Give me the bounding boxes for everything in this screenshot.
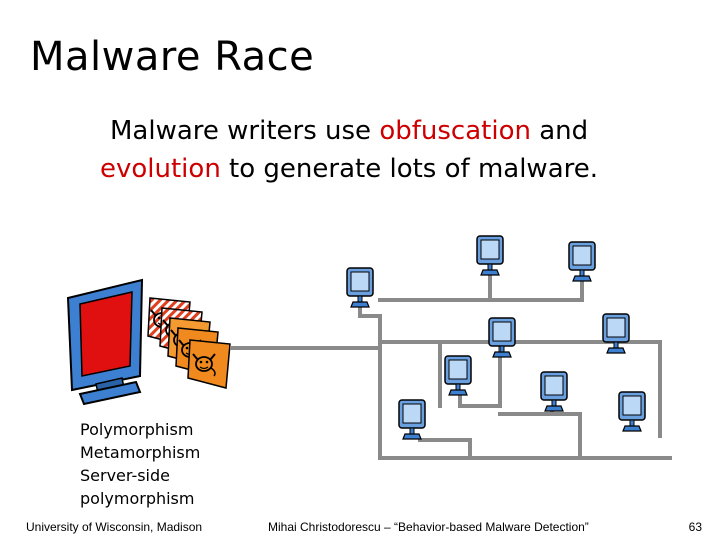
slide-subtitle: Malware writers use obfuscation and evol…	[100, 112, 700, 188]
malware-card-5	[187, 339, 231, 389]
computer-icon	[346, 267, 374, 308]
footer-institution: University of Wisconsin, Madison	[26, 520, 203, 534]
attacker-monitor-icon	[66, 278, 144, 406]
computer-icon	[540, 371, 568, 412]
host-computers	[346, 235, 646, 440]
subtitle-line-2: evolution to generate lots of malware.	[100, 154, 598, 184]
keyword-evolution: evolution	[100, 154, 221, 184]
computer-icon	[476, 235, 504, 276]
techniques-list: Polymorphism Metamorphism Server-side po…	[80, 418, 200, 510]
technique-item: Polymorphism	[80, 420, 194, 439]
footer-author-title: Mihai Christodorescu – “Behavior-based M…	[268, 520, 589, 534]
computer-icon	[602, 313, 630, 354]
computer-icon	[444, 355, 472, 396]
technique-item: Metamorphism	[80, 443, 201, 462]
malware-variants-stack	[147, 297, 231, 389]
technique-item: polymorphism	[80, 489, 195, 508]
network-lines	[230, 268, 672, 460]
technique-item: Server-side	[80, 466, 170, 485]
slide-title: Malware Race	[30, 34, 315, 80]
computer-icon	[488, 317, 516, 358]
computer-icon	[398, 399, 426, 440]
page-number: 63	[688, 520, 702, 534]
keyword-obfuscation: obfuscation	[379, 116, 531, 146]
computer-icon	[568, 241, 596, 282]
computer-icon	[618, 391, 646, 432]
subtitle-line-1: Malware writers use obfuscation and	[110, 116, 589, 146]
